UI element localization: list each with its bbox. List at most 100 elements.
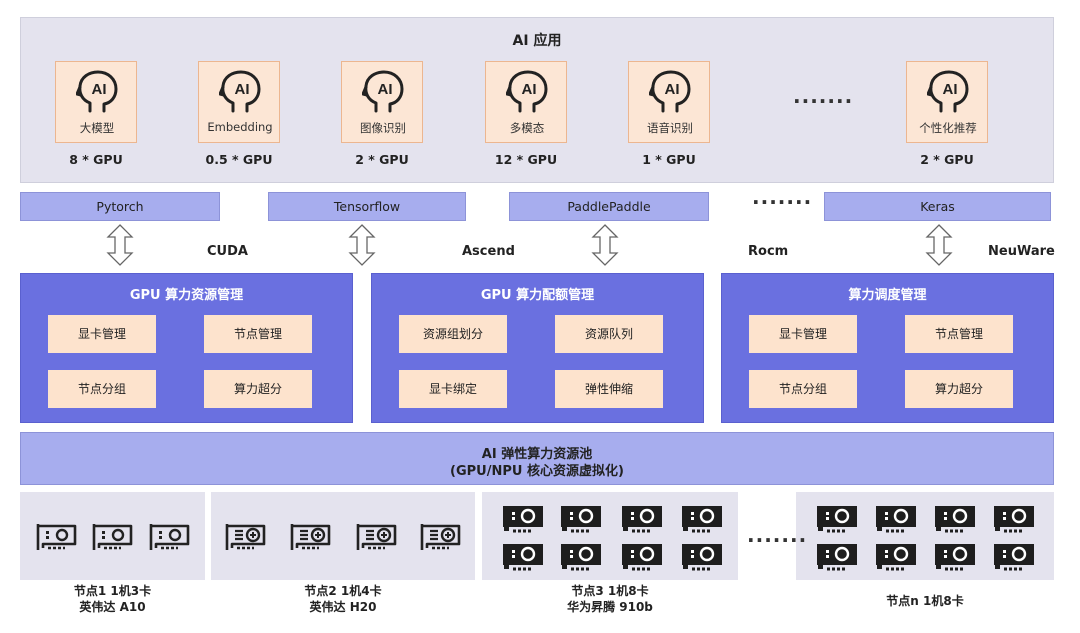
gpu-card-fan-icon: [225, 524, 266, 550]
accelerator-card: [289, 520, 333, 558]
framework-paddlepaddle: PaddlePaddle: [509, 192, 709, 221]
ai-head-icon: AI: [76, 70, 118, 113]
npu-card-icon: [994, 544, 1034, 571]
app-card: AI Embedding: [198, 61, 280, 143]
management-item: 算力超分: [204, 370, 312, 408]
management-item: 节点管理: [204, 315, 312, 353]
management-panel-title: GPU 算力配额管理: [480, 288, 595, 303]
app-gpu-label: 2 * GPU: [920, 152, 974, 167]
gpu-card-icon: [92, 524, 133, 550]
management-item: 显卡管理: [749, 315, 857, 353]
ai-head-icon: AI: [649, 70, 691, 113]
accelerator-card: [559, 541, 603, 577]
accelerator-card: [992, 503, 1036, 539]
node-label: 节点1 1机3卡英伟达 A10: [20, 583, 205, 615]
management-item: 资源队列: [555, 315, 663, 353]
ai-head-icon: AI: [219, 70, 261, 113]
double-arrow-icon: [348, 224, 376, 266]
npu-card-icon: [994, 506, 1034, 533]
management-item: 资源组划分: [399, 315, 507, 353]
node-label: 节点2 1机4卡英伟达 H20: [211, 583, 475, 615]
accel-label-cuda: CUDA: [207, 244, 248, 259]
double-arrow-icon: [925, 224, 953, 266]
gpu-card-icon: [149, 524, 190, 550]
double-arrow-icon: [591, 224, 619, 266]
npu-card-icon: [561, 544, 601, 571]
accelerator-card: [35, 520, 79, 558]
management-item: 显卡绑定: [399, 370, 507, 408]
management-item: 节点分组: [48, 370, 156, 408]
gpu-card-fan-icon: [420, 524, 461, 550]
frameworks-ellipsis: ·······: [752, 190, 813, 214]
accelerator-card: [815, 503, 859, 539]
npu-card-icon: [561, 506, 601, 533]
npu-card-icon: [682, 506, 722, 533]
gpu-card-icon: [36, 524, 77, 550]
framework-keras: Keras: [824, 192, 1051, 221]
framework-pytorch: Pytorch: [20, 192, 220, 221]
management-item: 算力超分: [905, 370, 1013, 408]
node-label-line1: 节点3 1机8卡: [571, 584, 649, 598]
npu-card-icon: [935, 544, 975, 571]
management-panel: GPU 算力资源管理显卡管理 节点管理节点分组 算力超分: [20, 273, 353, 423]
accelerator-card: [815, 541, 859, 577]
app-gpu-label: 8 * GPU: [69, 152, 123, 167]
npu-card-icon: [682, 544, 722, 571]
framework-tensorflow: Tensorflow: [268, 192, 466, 221]
app-name: 个性化推荐: [919, 121, 977, 135]
svg-text:AI: AI: [665, 81, 680, 98]
npu-card-icon: [622, 506, 662, 533]
app-gpu-label: 0.5 * GPU: [205, 152, 273, 167]
ai-head-icon: AI: [927, 70, 969, 113]
ai-head-icon: AI: [506, 70, 548, 113]
accel-label-neuware: NeuWare: [988, 244, 1055, 259]
gpu-card-fan-icon: [290, 524, 331, 550]
management-item: 显卡管理: [48, 315, 156, 353]
management-item: 节点分组: [749, 370, 857, 408]
node-label-line1: 节点2 1机4卡: [304, 584, 382, 598]
npu-card-icon: [503, 506, 543, 533]
ai-head-icon: AI: [362, 70, 404, 113]
accelerator-card: [224, 520, 268, 558]
app-card: AI 语音识别: [628, 61, 710, 143]
npu-card-icon: [503, 544, 543, 571]
accel-label-ascend: Ascend: [462, 244, 515, 259]
accelerator-card: [933, 541, 977, 577]
node-label-line1: 节点n 1机8卡: [886, 594, 964, 608]
accelerator-card: [620, 541, 664, 577]
management-panel-title: 算力调度管理: [848, 288, 927, 303]
node-label-line2: 华为昇腾 910b: [567, 600, 653, 614]
svg-text:AI: AI: [235, 81, 250, 98]
accelerator-card: [933, 503, 977, 539]
npu-card-icon: [622, 544, 662, 571]
npu-card-icon: [876, 506, 916, 533]
node-label-line1: 节点1 1机3卡: [73, 584, 152, 598]
app-name: 图像识别: [360, 121, 406, 135]
pool-subtitle: (GPU/NPU 核心资源虚拟化): [450, 464, 624, 479]
node-label-line2: 英伟达 H20: [309, 600, 377, 614]
management-panel-title: GPU 算力资源管理: [129, 288, 244, 303]
management-panel: 算力调度管理显卡管理节点管理节点分组算力超分: [721, 273, 1054, 423]
app-card: AI 个性化推荐: [906, 61, 988, 143]
accelerator-card: [992, 541, 1036, 577]
pool-title: AI 弹性算力资源池: [481, 447, 593, 462]
app-gpu-label: 2 * GPU: [355, 152, 409, 167]
double-arrow-icon: [106, 224, 134, 266]
accelerator-card: [559, 503, 603, 539]
ai-apps-title: AI 应用: [512, 33, 562, 49]
management-item: 弹性伸缩: [555, 370, 663, 408]
app-name: 多模态: [509, 121, 545, 135]
app-gpu-label: 12 * GPU: [494, 152, 558, 167]
npu-card-icon: [817, 506, 857, 533]
accelerator-card: [148, 520, 192, 558]
npu-card-icon: [817, 544, 857, 571]
app-gpu-label: 1 * GPU: [642, 152, 696, 167]
accelerator-card: [355, 520, 399, 558]
node-label-line2: 英伟达 A10: [79, 600, 146, 614]
accelerator-card: [501, 541, 545, 577]
app-card: AI 图像识别: [341, 61, 423, 143]
gpu-card-fan-icon: [356, 524, 397, 550]
management-panel: GPU 算力配额管理资源组划分 资源队列显卡绑定 弹性伸缩: [371, 273, 704, 423]
accelerator-card: [680, 541, 724, 577]
accelerator-card: [91, 520, 135, 558]
